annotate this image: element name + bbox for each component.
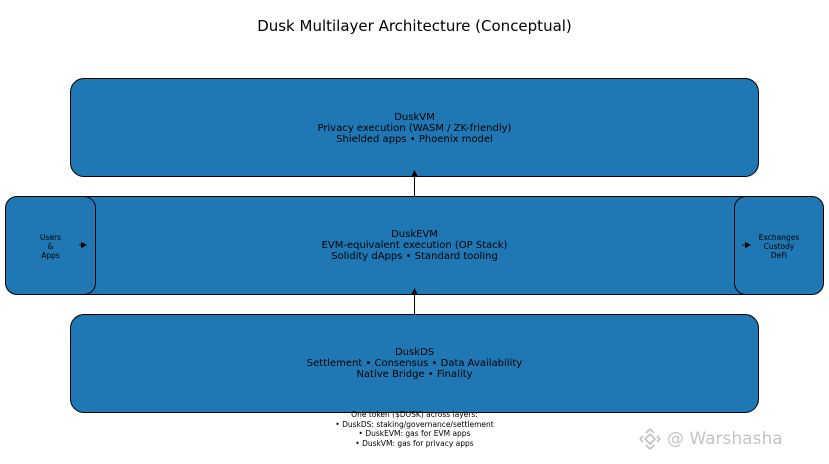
diagram-title: Dusk Multilayer Architecture (Conceptual… (257, 17, 572, 35)
users-apps-box: Users & Apps (5, 196, 96, 295)
users-apps-line1: Users (39, 233, 61, 242)
duskevm-line1: EVM-equivalent execution (OP Stack) (321, 240, 508, 251)
users-apps-line2: & (47, 242, 54, 251)
watermark-text: @ Warshasha (667, 429, 783, 449)
token-note-line1: One token ($DUSK) across layers: (351, 410, 478, 419)
users-apps-text: Users & Apps (6, 233, 95, 260)
token-note-line3: • DuskEVM: gas for EVM apps (358, 429, 471, 438)
duskevm-layer-text: DuskEVM EVM-equivalent execution (OP Sta… (71, 229, 758, 262)
duskds-line2: Native Bridge • Finality (356, 369, 473, 380)
token-note-line2: • DuskDS: staking/governance/settlement (335, 419, 494, 429)
duskvm-line1: Privacy execution (WASM / ZK-friendly) (317, 123, 512, 134)
exchanges-line1: Exchanges (758, 233, 800, 242)
binance-diamond-icon (639, 428, 661, 450)
users-apps-line3: Apps (41, 251, 60, 260)
watermark: @ Warshasha (638, 426, 783, 452)
duskds-layer-box: DuskDS Settlement • Consensus • Data Ava… (70, 314, 759, 413)
duskevm-line2: Solidity dApps • Standard tooling (331, 251, 498, 262)
duskvm-layer-box: DuskVM Privacy execution (WASM / ZK-frie… (70, 78, 759, 177)
duskds-line1: Settlement • Consensus • Data Availabili… (306, 358, 523, 369)
duskvm-name: DuskVM (394, 112, 435, 123)
exchanges-line3: DeFi (770, 251, 788, 260)
token-note-line4: • DuskVM: gas for privacy apps (355, 438, 474, 448)
exchanges-line2: Custody (763, 242, 795, 251)
duskds-name: DuskDS (394, 347, 435, 358)
duskds-layer-text: DuskDS Settlement • Consensus • Data Ava… (71, 347, 758, 380)
duskevm-name: DuskEVM (391, 229, 438, 240)
exchanges-text: Exchanges Custody DeFi (735, 233, 823, 260)
duskevm-layer-box: DuskEVM EVM-equivalent execution (OP Sta… (70, 196, 759, 295)
exchanges-box: Exchanges Custody DeFi (734, 196, 824, 295)
duskvm-line2: Shielded apps • Phoenix model (336, 134, 493, 145)
token-note: One token ($DUSK) across layers: • DuskD… (0, 410, 829, 448)
duskvm-layer-text: DuskVM Privacy execution (WASM / ZK-frie… (71, 112, 758, 145)
